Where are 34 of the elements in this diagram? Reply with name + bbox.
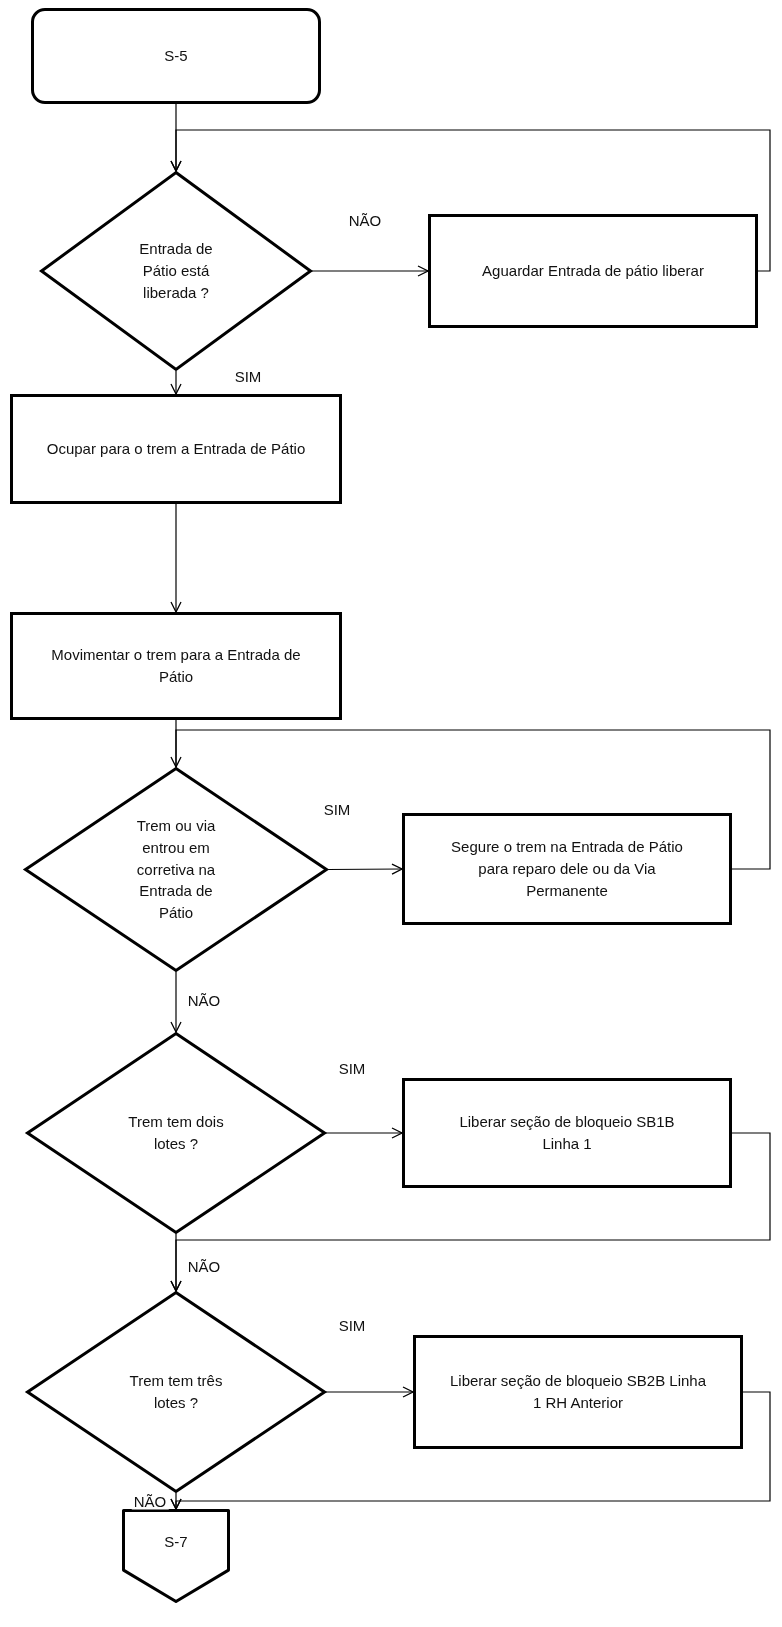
arrow	[170, 971, 182, 1033]
process-box	[10, 394, 342, 504]
node-text: S-5	[164, 46, 188, 67]
edge-label: NÃO	[185, 991, 223, 1009]
process-box	[428, 214, 758, 328]
terminal-box	[31, 8, 321, 104]
node-text: S-7	[164, 1532, 188, 1552]
arrow	[170, 729, 771, 870]
arrow	[170, 129, 771, 272]
arrow	[170, 1233, 182, 1292]
node-text: Aguardar Entrada de pátio liberar	[482, 261, 704, 282]
arrow	[170, 370, 182, 395]
arrow	[170, 503, 182, 613]
node-text: Trem tem dois lotes ?	[127, 1112, 225, 1154]
edge-label: NÃO	[185, 1257, 223, 1275]
process-box	[402, 1078, 732, 1188]
node-text: Segure o trem na Entrada de Pátio para reparo dele ou da Via Permanente	[450, 837, 684, 901]
process-box	[10, 612, 342, 720]
process-box	[402, 813, 732, 925]
node-text: Liberar seção de bloqueio SB2B Linha 1 RH Anterior	[449, 1371, 707, 1413]
node-text: Ocupar para o trem a Entrada de Pátio	[46, 439, 306, 460]
arrow	[325, 1127, 403, 1139]
node-text: Trem ou via entrou em corretiva na Entrada de Pátio	[135, 816, 217, 924]
arrow	[325, 1386, 414, 1398]
arrow	[170, 1492, 182, 1510]
edge-label: NÃO	[346, 211, 384, 229]
node-text: Entrada de Pátio está liberada ?	[138, 239, 214, 303]
arrow	[311, 265, 429, 277]
edge-label: NÃO	[131, 1492, 169, 1510]
arrow	[327, 863, 403, 875]
process-box	[413, 1335, 743, 1449]
node-text: Trem tem três lotes ?	[128, 1371, 224, 1413]
node-text: Liberar seção de bloqueio SB1B Linha 1	[458, 1112, 676, 1154]
node-text: Movimentar o trem para a Entrada de Pátio	[51, 645, 301, 687]
